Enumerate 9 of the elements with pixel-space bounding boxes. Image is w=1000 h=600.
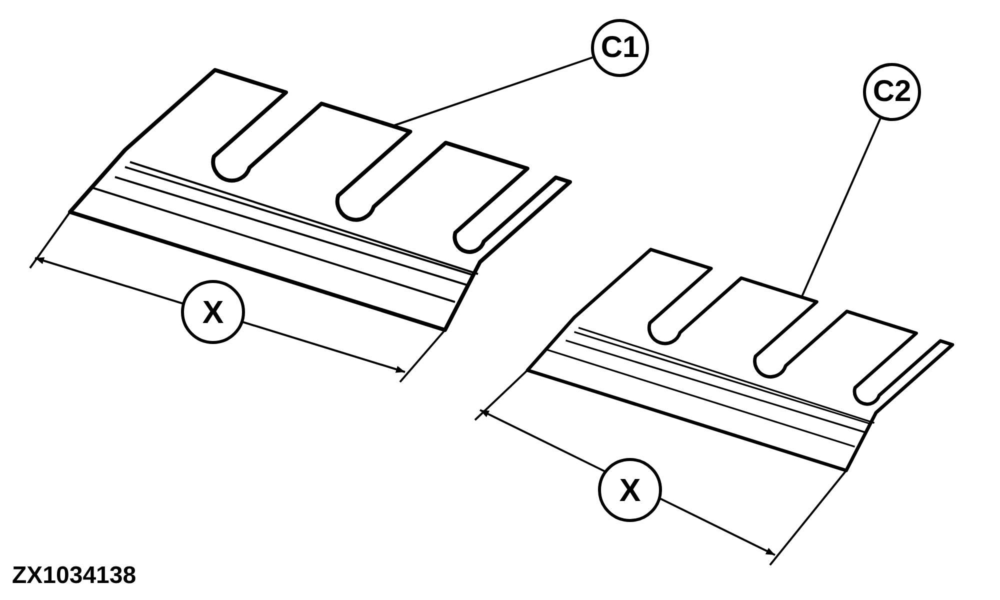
dimension-label: X (181, 280, 245, 344)
dimension-label: X (598, 458, 662, 522)
leader-line (800, 118, 882, 298)
callout-bubble: C2 (863, 63, 921, 121)
leader-line (392, 56, 593, 127)
callout-bubble: C1 (591, 19, 649, 77)
blade-drawing (68, 68, 572, 332)
figure-code: ZX1034138 (12, 562, 136, 590)
blade-drawing (526, 248, 954, 472)
